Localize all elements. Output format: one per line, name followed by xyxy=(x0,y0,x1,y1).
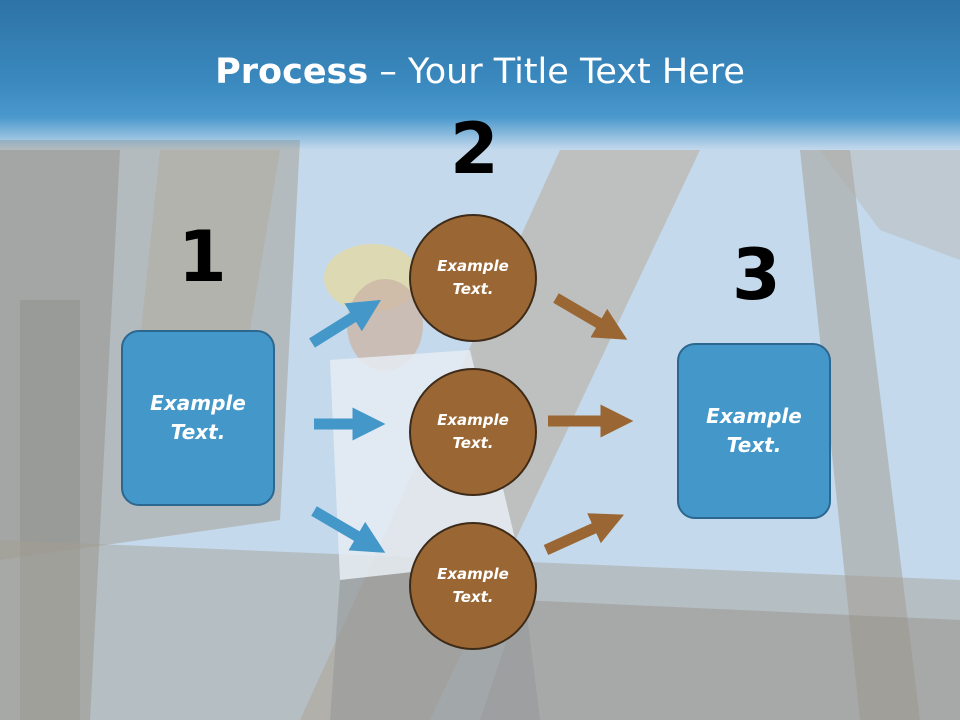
arrow-left-to-top xyxy=(309,299,382,348)
left-box-text: Example Text. xyxy=(150,391,246,444)
arrow-top-to-right xyxy=(553,293,628,340)
circle-top-text: Example Text. xyxy=(437,257,509,298)
circle-middle-text: Example Text. xyxy=(437,411,509,452)
step-number-2: 2 xyxy=(450,108,499,190)
right-box-text: Example Text. xyxy=(706,404,802,457)
circle-top[interactable]: Example Text. xyxy=(409,214,537,342)
arrow-left-to-bottom xyxy=(311,506,386,553)
circle-bottom[interactable]: Example Text. xyxy=(409,522,537,650)
left-process-box[interactable]: Example Text. xyxy=(121,330,275,506)
arrow-bottom-to-right xyxy=(543,513,625,556)
title-band xyxy=(0,0,960,150)
right-process-box[interactable]: Example Text. xyxy=(677,343,831,519)
slide-title: Process – Your Title Text Here xyxy=(0,52,960,92)
title-rest: – Your Title Text Here xyxy=(368,52,745,92)
step-number-1: 1 xyxy=(178,216,227,298)
title-bold: Process xyxy=(215,52,369,92)
circle-bottom-text: Example Text. xyxy=(437,565,509,606)
step-number-3: 3 xyxy=(732,234,781,316)
circle-middle[interactable]: Example Text. xyxy=(409,368,537,496)
